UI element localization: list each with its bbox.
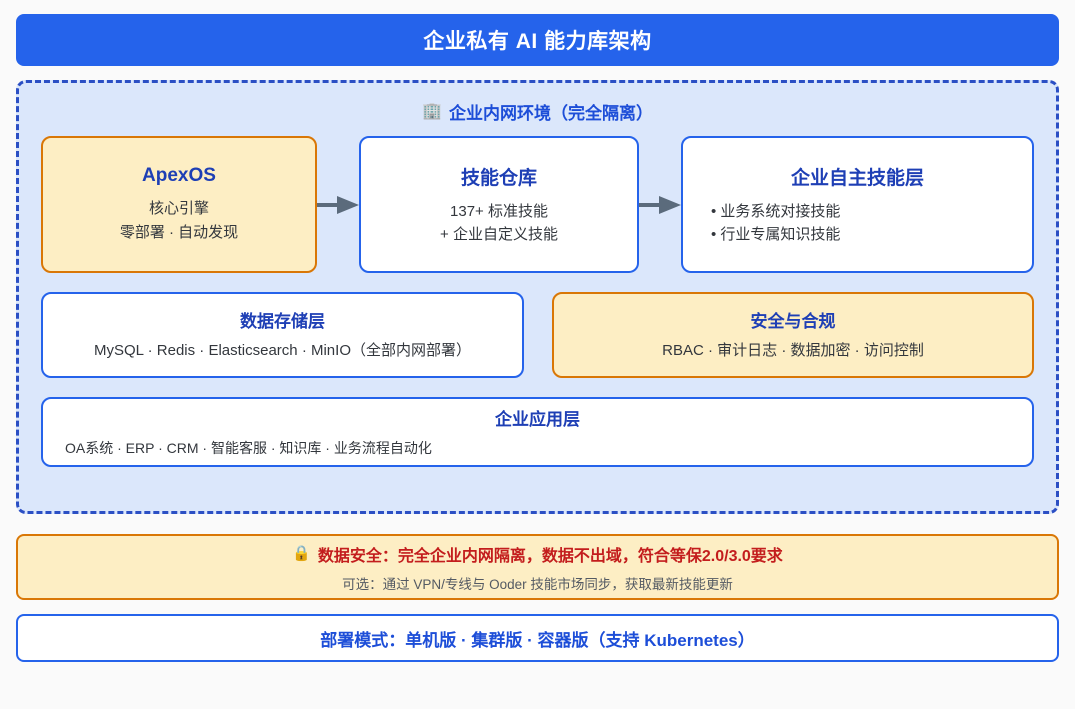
deployment-modes-bar: 部署模式：单机版 · 集群版 · 容器版（支持 Kubernetes） (16, 614, 1059, 662)
card-enterprise-skill-layer-list: • 业务系统对接技能 • 行业专属知识技能 (699, 200, 1016, 247)
application-layer-row: 企业应用层 OA系统 · ERP · CRM · 智能客服 · 知识库 · 业务… (41, 397, 1034, 467)
card-security-compliance-line-1: RBAC · 审计日志 · 数据加密 · 访问控制 (662, 342, 924, 360)
data-security-notice-text: 数据安全：完全企业内网隔离，数据不出域，符合等保2.0/3.0要求 (317, 547, 783, 565)
card-skill-repository-title: 技能仓库 (460, 167, 537, 189)
card-security-compliance[interactable]: 安全与合规 RBAC · 审计日志 · 数据加密 · 访问控制 (552, 292, 1034, 378)
card-enterprise-skill-layer[interactable]: 企业自主技能层 • 业务系统对接技能 • 行业专属知识技能 (681, 136, 1034, 273)
list-item: • 业务系统对接技能 (711, 202, 841, 220)
card-apexos-line-1: 核心引擎 (148, 200, 209, 218)
intranet-environment-panel: 🏢 企业内网环境（完全隔离） ApexOS 核心引擎 零部署 · 自动发现 技能… (16, 80, 1059, 514)
flow-row: ApexOS 核心引擎 零部署 · 自动发现 技能仓库 137+ 标准技能 + … (41, 136, 1034, 273)
card-skill-repository-line-1: 137+ 标准技能 (450, 202, 548, 220)
page-title: 企业私有 AI 能力库架构 (423, 30, 652, 53)
card-apexos-line-2: 零部署 · 自动发现 (119, 223, 239, 241)
card-skill-repository[interactable]: 技能仓库 137+ 标准技能 + 企业自定义技能 (359, 136, 639, 273)
card-apexos-title: ApexOS (142, 165, 216, 187)
infrastructure-row: 数据存储层 MySQL · Redis · Elasticsearch · Mi… (41, 292, 1034, 378)
card-enterprise-application-layer-title: 企业应用层 (495, 409, 580, 429)
deployment-modes-text: 部署模式：单机版 · 集群版 · 容器版（支持 Kubernetes） (320, 630, 755, 650)
flow-arrow-1 (317, 136, 359, 273)
header-banner: 企业私有 AI 能力库架构 (16, 14, 1059, 66)
data-security-notice-sub: 可选：通过 VPN/专线与 Ooder 技能市场同步，获取最新技能更新 (342, 576, 733, 592)
lock-icon: 🔒 (292, 545, 311, 562)
data-security-notice-main: 🔒 数据安全：完全企业内网隔离，数据不出域，符合等保2.0/3.0要求 (292, 542, 783, 566)
architecture-diagram-page: 企业私有 AI 能力库架构 🏢 企业内网环境（完全隔离） ApexOS 核心引擎… (0, 14, 1075, 709)
card-data-storage-layer[interactable]: 数据存储层 MySQL · Redis · Elasticsearch · Mi… (41, 292, 524, 378)
flow-arrow-2 (639, 136, 681, 273)
card-skill-repository-line-2: + 企业自定义技能 (440, 226, 558, 243)
card-security-compliance-title: 安全与合规 (750, 312, 836, 332)
card-data-storage-layer-title: 数据存储层 (240, 312, 325, 332)
card-enterprise-application-layer-line-1: OA系统 · ERP · CRM · 智能客服 · 知识库 · 业务流程自动化 (65, 439, 432, 456)
card-data-storage-layer-line-1: MySQL · Redis · Elasticsearch · MinIO（全部… (93, 342, 471, 360)
intranet-panel-title-text: 企业内网环境（完全隔离） (448, 104, 653, 123)
card-enterprise-skill-layer-title: 企业自主技能层 (790, 167, 924, 189)
data-security-notice: 🔒 数据安全：完全企业内网隔离，数据不出域，符合等保2.0/3.0要求 可选：通… (16, 534, 1059, 600)
list-item: • 行业专属知识技能 (711, 226, 841, 243)
building-icon: 🏢 (422, 102, 442, 120)
card-apexos[interactable]: ApexOS 核心引擎 零部署 · 自动发现 (41, 136, 317, 273)
intranet-panel-title: 🏢 企业内网环境（完全隔离） (41, 99, 1034, 124)
card-enterprise-application-layer[interactable]: 企业应用层 OA系统 · ERP · CRM · 智能客服 · 知识库 · 业务… (41, 397, 1034, 467)
